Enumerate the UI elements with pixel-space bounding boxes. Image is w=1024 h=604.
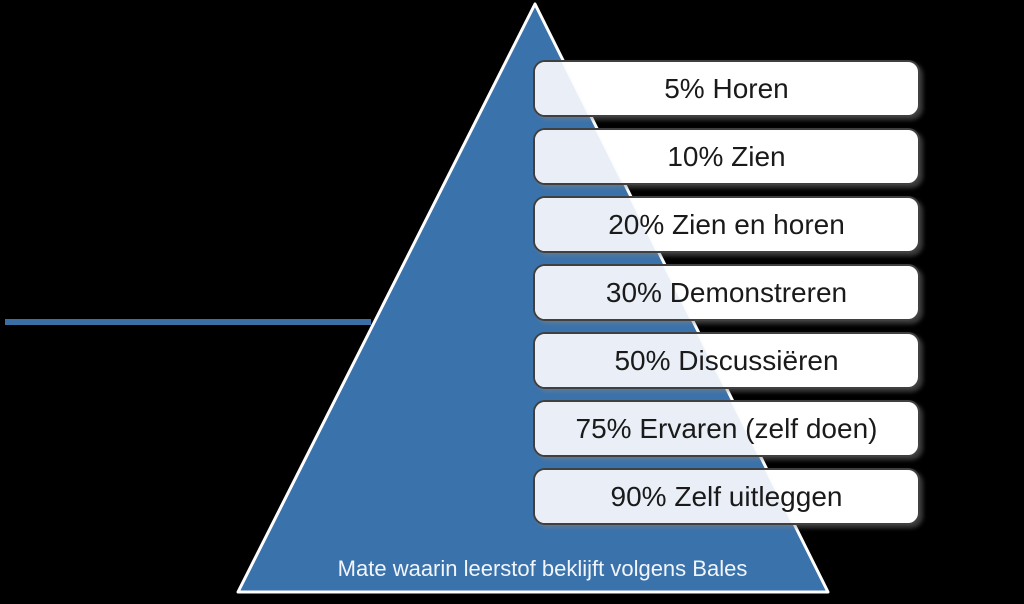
pyramid-level-label: 75% Ervaren (zelf doen) — [575, 412, 878, 444]
pyramid-level-6: 75% Ervaren (zelf doen) — [533, 400, 920, 457]
pyramid-level-label: 20% Zien en horen — [608, 208, 845, 240]
pyramid-level-label: 5% Horen — [664, 72, 789, 104]
pyramid-level-2: 10% Zien — [533, 128, 920, 185]
divider-line — [5, 319, 371, 325]
pyramid-level-5: 50% Discussiëren — [533, 332, 920, 389]
pyramid-level-label: 10% Zien — [667, 140, 786, 172]
pyramid-level-7: 90% Zelf uitleggen — [533, 468, 920, 525]
pyramid-level-label: 30% Demonstreren — [605, 276, 848, 308]
pyramid-level-label: 50% Discussiëren — [614, 344, 839, 376]
pyramid-level-3: 20% Zien en horen — [533, 196, 920, 253]
pyramid-level-label: 90% Zelf uitleggen — [610, 480, 843, 512]
pyramid-level-1: 5% Horen — [533, 60, 920, 117]
pyramid-caption: Mate waarin leerstof beklijft volgens Ba… — [337, 556, 748, 581]
pyramid-level-4: 30% Demonstreren — [533, 264, 920, 321]
